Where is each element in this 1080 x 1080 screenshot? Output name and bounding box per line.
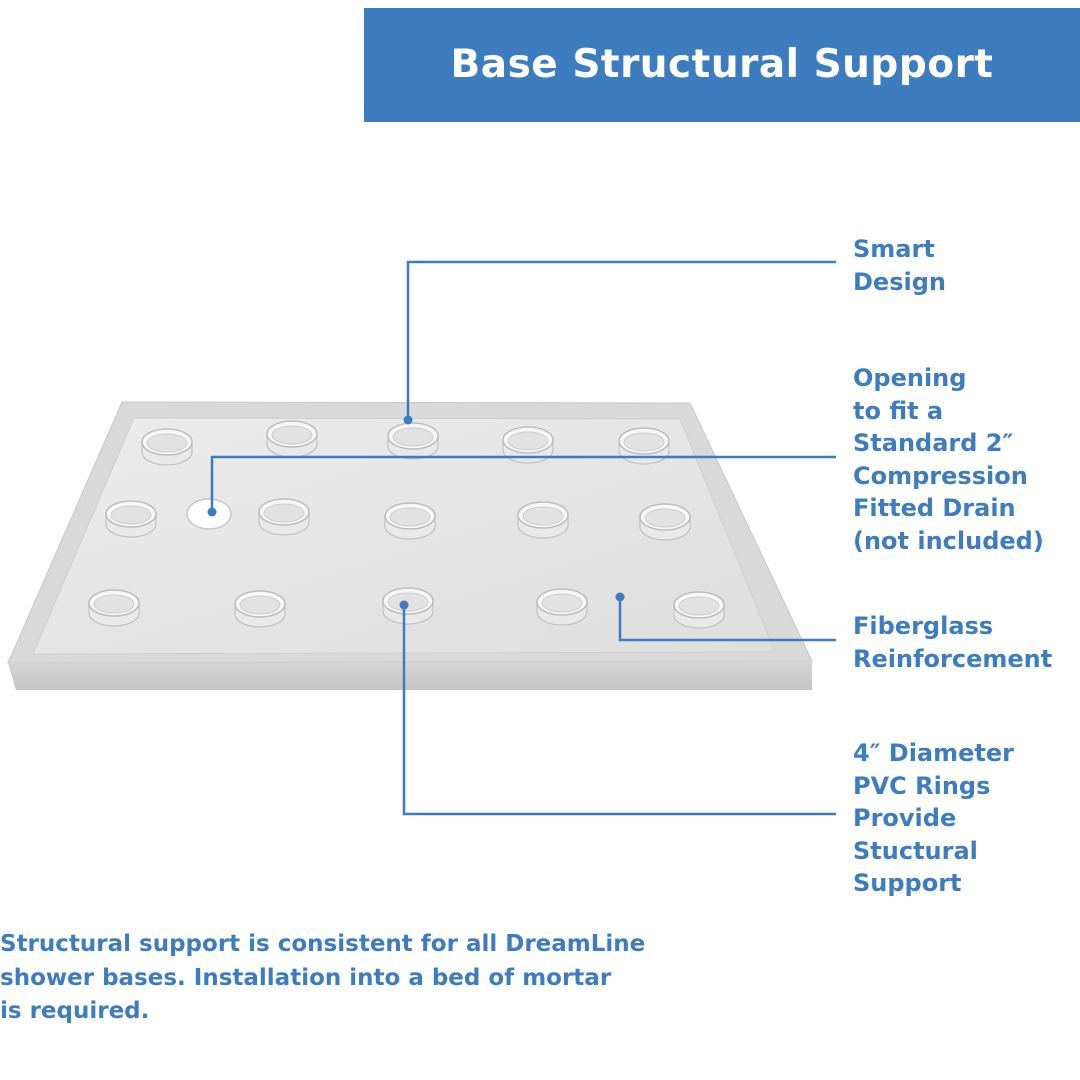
pvc-ring-hollow [110, 505, 152, 525]
pvc-ring [517, 501, 569, 539]
pvc-ring-hollow [507, 431, 549, 451]
installation-note: Structural support is consistent for all… [0, 931, 646, 1024]
pvc-ring-hollow [387, 592, 429, 612]
pvc-ring [384, 502, 436, 540]
pvc-ring [266, 420, 318, 458]
pvc-ring-hollow [644, 508, 686, 528]
dot-pvc-rings [399, 600, 409, 610]
pvc-ring [382, 587, 434, 625]
leader-fiberglass [618, 597, 836, 642]
pvc-ring [618, 427, 670, 465]
pvc-ring [536, 588, 588, 626]
pvc-ring-hollow [623, 432, 665, 452]
pvc-ring-hollow [392, 427, 434, 447]
pvc-ring-hollow [93, 594, 135, 614]
pvc-ring [639, 503, 691, 541]
page-title: Base Structural Support [450, 42, 994, 87]
leader-lines [210, 260, 836, 816]
leader-drain [210, 455, 836, 512]
tray-front-face [8, 661, 812, 690]
pvc-ring [387, 422, 439, 460]
pvc-ring [141, 428, 193, 466]
title-banner: Base Structural Support [364, 8, 1080, 122]
callout-fiberglass-reinforcement: Fiberglass Reinforcement [853, 612, 1053, 673]
dot-smart-design [403, 415, 413, 425]
pvc-rings-group [88, 420, 725, 629]
pvc-ring [258, 498, 310, 536]
pvc-ring [673, 591, 725, 629]
callout-pvc-rings: 4″ Diameter PVC Rings Provide Stuctural … [853, 739, 1014, 897]
pvc-ring [105, 500, 157, 538]
dot-fiberglass [615, 592, 625, 602]
pvc-ring [88, 589, 140, 627]
pvc-ring-hollow [239, 595, 281, 615]
pvc-ring-hollow [263, 503, 305, 523]
callout-smart-design: Smart Design [853, 235, 946, 296]
pvc-ring-hollow [389, 507, 431, 527]
pvc-ring-hollow [146, 433, 188, 453]
pvc-ring-hollow [541, 593, 583, 613]
pvc-ring-hollow [678, 596, 720, 616]
leader-dots [207, 415, 625, 610]
callout-drain-opening: Opening to fit a Standard 2″ Compression… [853, 364, 1044, 555]
leader-pvc-rings [402, 605, 836, 816]
pvc-ring-hollow [271, 425, 313, 445]
pvc-ring [234, 590, 286, 628]
leader-smart-design [406, 260, 836, 418]
dot-drain [207, 507, 217, 517]
pvc-ring-hollow [522, 506, 564, 526]
